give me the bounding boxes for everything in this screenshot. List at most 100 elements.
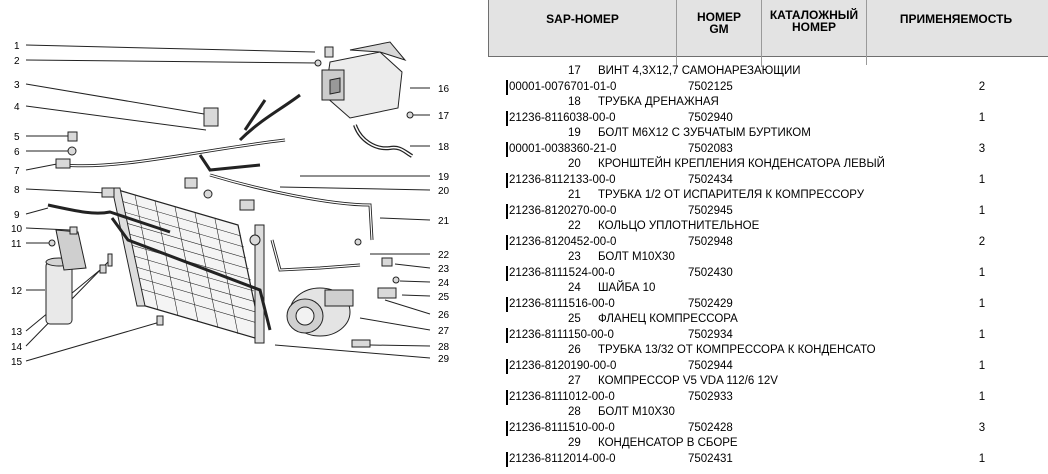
- part-position: 27: [568, 375, 581, 387]
- part-name: БОЛТ М10Х30: [598, 251, 675, 263]
- part-position: 24: [568, 282, 581, 294]
- row-marker: [506, 452, 508, 467]
- part-name: КРОНШТЕЙН КРЕПЛЕНИЯ КОНДЕНСАТОРА ЛЕВЫЙ: [598, 158, 885, 170]
- gm-number: 7502944: [688, 360, 733, 372]
- gm-number: 7502948: [688, 236, 733, 248]
- callout-26: 26: [438, 310, 450, 321]
- part-position: 22: [568, 220, 581, 232]
- header-applicability-label: ПРИМЕНЯЕМОСТЬ: [899, 12, 1013, 26]
- gm-number: 7502083: [688, 143, 733, 155]
- callout-9: 9: [14, 210, 20, 221]
- applicability-qty: 1: [978, 391, 986, 403]
- row-marker: [506, 359, 508, 374]
- row-marker: [506, 204, 508, 219]
- applicability-qty: 1: [978, 298, 986, 310]
- sap-number: 21236-8120190-00-0: [509, 360, 617, 372]
- table-row[interactable]: 22 КОЛЬЦО УПЛОТНИТЕЛЬНОЕ 21236-8120452-00-…: [488, 219, 1048, 250]
- part-position: 21: [568, 189, 581, 201]
- part-position: 29: [568, 437, 581, 449]
- callout-10: 10: [11, 224, 23, 235]
- part-name: ФЛАНЕЦ КОМПРЕССОРА: [598, 313, 738, 325]
- sap-number: 00001-0038360-21-0: [509, 143, 617, 155]
- callout-25: 25: [438, 292, 450, 303]
- gm-number: 7502934: [688, 329, 733, 341]
- callout-12: 12: [11, 286, 23, 297]
- callout-7: 7: [14, 166, 20, 177]
- row-marker: [506, 80, 508, 95]
- callout-4: 4: [14, 102, 20, 113]
- callout-18: 18: [438, 142, 450, 153]
- callout-14: 14: [11, 342, 23, 353]
- sap-number: 00001-0076701-01-0: [509, 81, 617, 93]
- sap-number: 21236-8111524-00-0: [509, 267, 615, 279]
- row-marker: [506, 173, 508, 188]
- callout-19: 19: [438, 172, 450, 183]
- parts-diagram: 1 2 3 4 5 6 7 8 9 10 11 12 13 14 15 16 1…: [0, 0, 470, 474]
- callout-8: 8: [14, 185, 20, 196]
- table-row[interactable]: 21 ТРУБКА 1/2 ОТ ИСПАРИТЕЛЯ К КОМПРЕССОРУ…: [488, 188, 1048, 219]
- sap-number: 21236-8111012-00-0: [509, 391, 615, 403]
- part-position: 19: [568, 127, 581, 139]
- row-marker: [506, 421, 508, 436]
- applicability-qty: 1: [978, 112, 986, 124]
- sap-number: 21236-8112014-00-0: [509, 453, 616, 465]
- parts-table: SAP-НОМЕР НОМЕР GM КАТАЛОЖНЫЙ НОМЕР ПРИМ…: [488, 0, 1048, 474]
- header-sap-number: SAP-НОМЕР: [489, 0, 677, 69]
- callout-29: 29: [438, 354, 450, 365]
- applicability-qty: 2: [978, 236, 986, 248]
- gm-number: 7502429: [688, 298, 733, 310]
- part-name: ШАЙБА 10: [598, 282, 656, 294]
- row-marker: [506, 328, 508, 343]
- callout-24: 24: [438, 278, 450, 289]
- part-name: ТРУБКА 1/2 ОТ ИСПАРИТЕЛЯ К КОМПРЕССОРУ: [598, 189, 865, 201]
- header-gm-number: НОМЕР GM: [677, 0, 762, 67]
- gm-number: 7502428: [688, 422, 733, 434]
- gm-number: 7502125: [688, 81, 733, 93]
- header-gm-line1: НОМЕР: [696, 10, 741, 24]
- part-name: КОЛЬЦО УПЛОТНИТЕЛЬНОЕ: [598, 220, 760, 232]
- part-name: ВИНТ 4,3Х12,7 САМОНАРЕЗАЮЩИИ: [598, 65, 801, 77]
- callout-16: 16: [438, 84, 450, 95]
- row-marker: [506, 390, 508, 405]
- gm-number: 7502430: [688, 267, 733, 279]
- callout-22: 22: [438, 250, 450, 261]
- row-marker: [506, 111, 508, 126]
- callout-20: 20: [438, 186, 450, 197]
- applicability-qty: 1: [978, 174, 986, 186]
- applicability-qty: 1: [978, 329, 986, 341]
- callout-21: 21: [438, 216, 450, 227]
- callout-6: 6: [14, 147, 20, 158]
- callout-3: 3: [14, 80, 20, 91]
- sap-number: 21236-8111150-00-0: [509, 329, 614, 341]
- gm-number: 7502434: [688, 174, 733, 186]
- row-marker: [506, 297, 508, 312]
- callout-23: 23: [438, 264, 450, 275]
- applicability-qty: 3: [978, 143, 986, 155]
- gm-number: 7502431: [688, 453, 733, 465]
- part-position: 18: [568, 96, 581, 108]
- part-name: КОНДЕНСАТОР В СБОРЕ: [598, 437, 738, 449]
- header-sap-label: SAP-НОМЕР: [546, 12, 619, 26]
- row-marker: [506, 142, 508, 157]
- sap-number: 21236-8111516-00-0: [509, 298, 615, 310]
- sap-number: 21236-8120452-00-0: [509, 236, 617, 248]
- gm-number: 7502945: [688, 205, 733, 217]
- sap-number: 21236-8116038-00-0: [509, 112, 616, 124]
- callout-28: 28: [438, 342, 450, 353]
- table-row[interactable]: 24 ШАЙБА 10 21236-8111516-00-0 7502429 1: [488, 281, 1048, 312]
- table-row[interactable]: 29 КОНДЕНСАТОР В СБОРЕ 21236-8112014-00-0 7…: [488, 436, 1048, 467]
- callout-5: 5: [14, 132, 20, 143]
- header-catalog-number: КАТАЛОЖНЫЙ НОМЕР: [762, 0, 867, 65]
- applicability-qty: 2: [978, 81, 986, 93]
- applicability-qty: 1: [978, 205, 986, 217]
